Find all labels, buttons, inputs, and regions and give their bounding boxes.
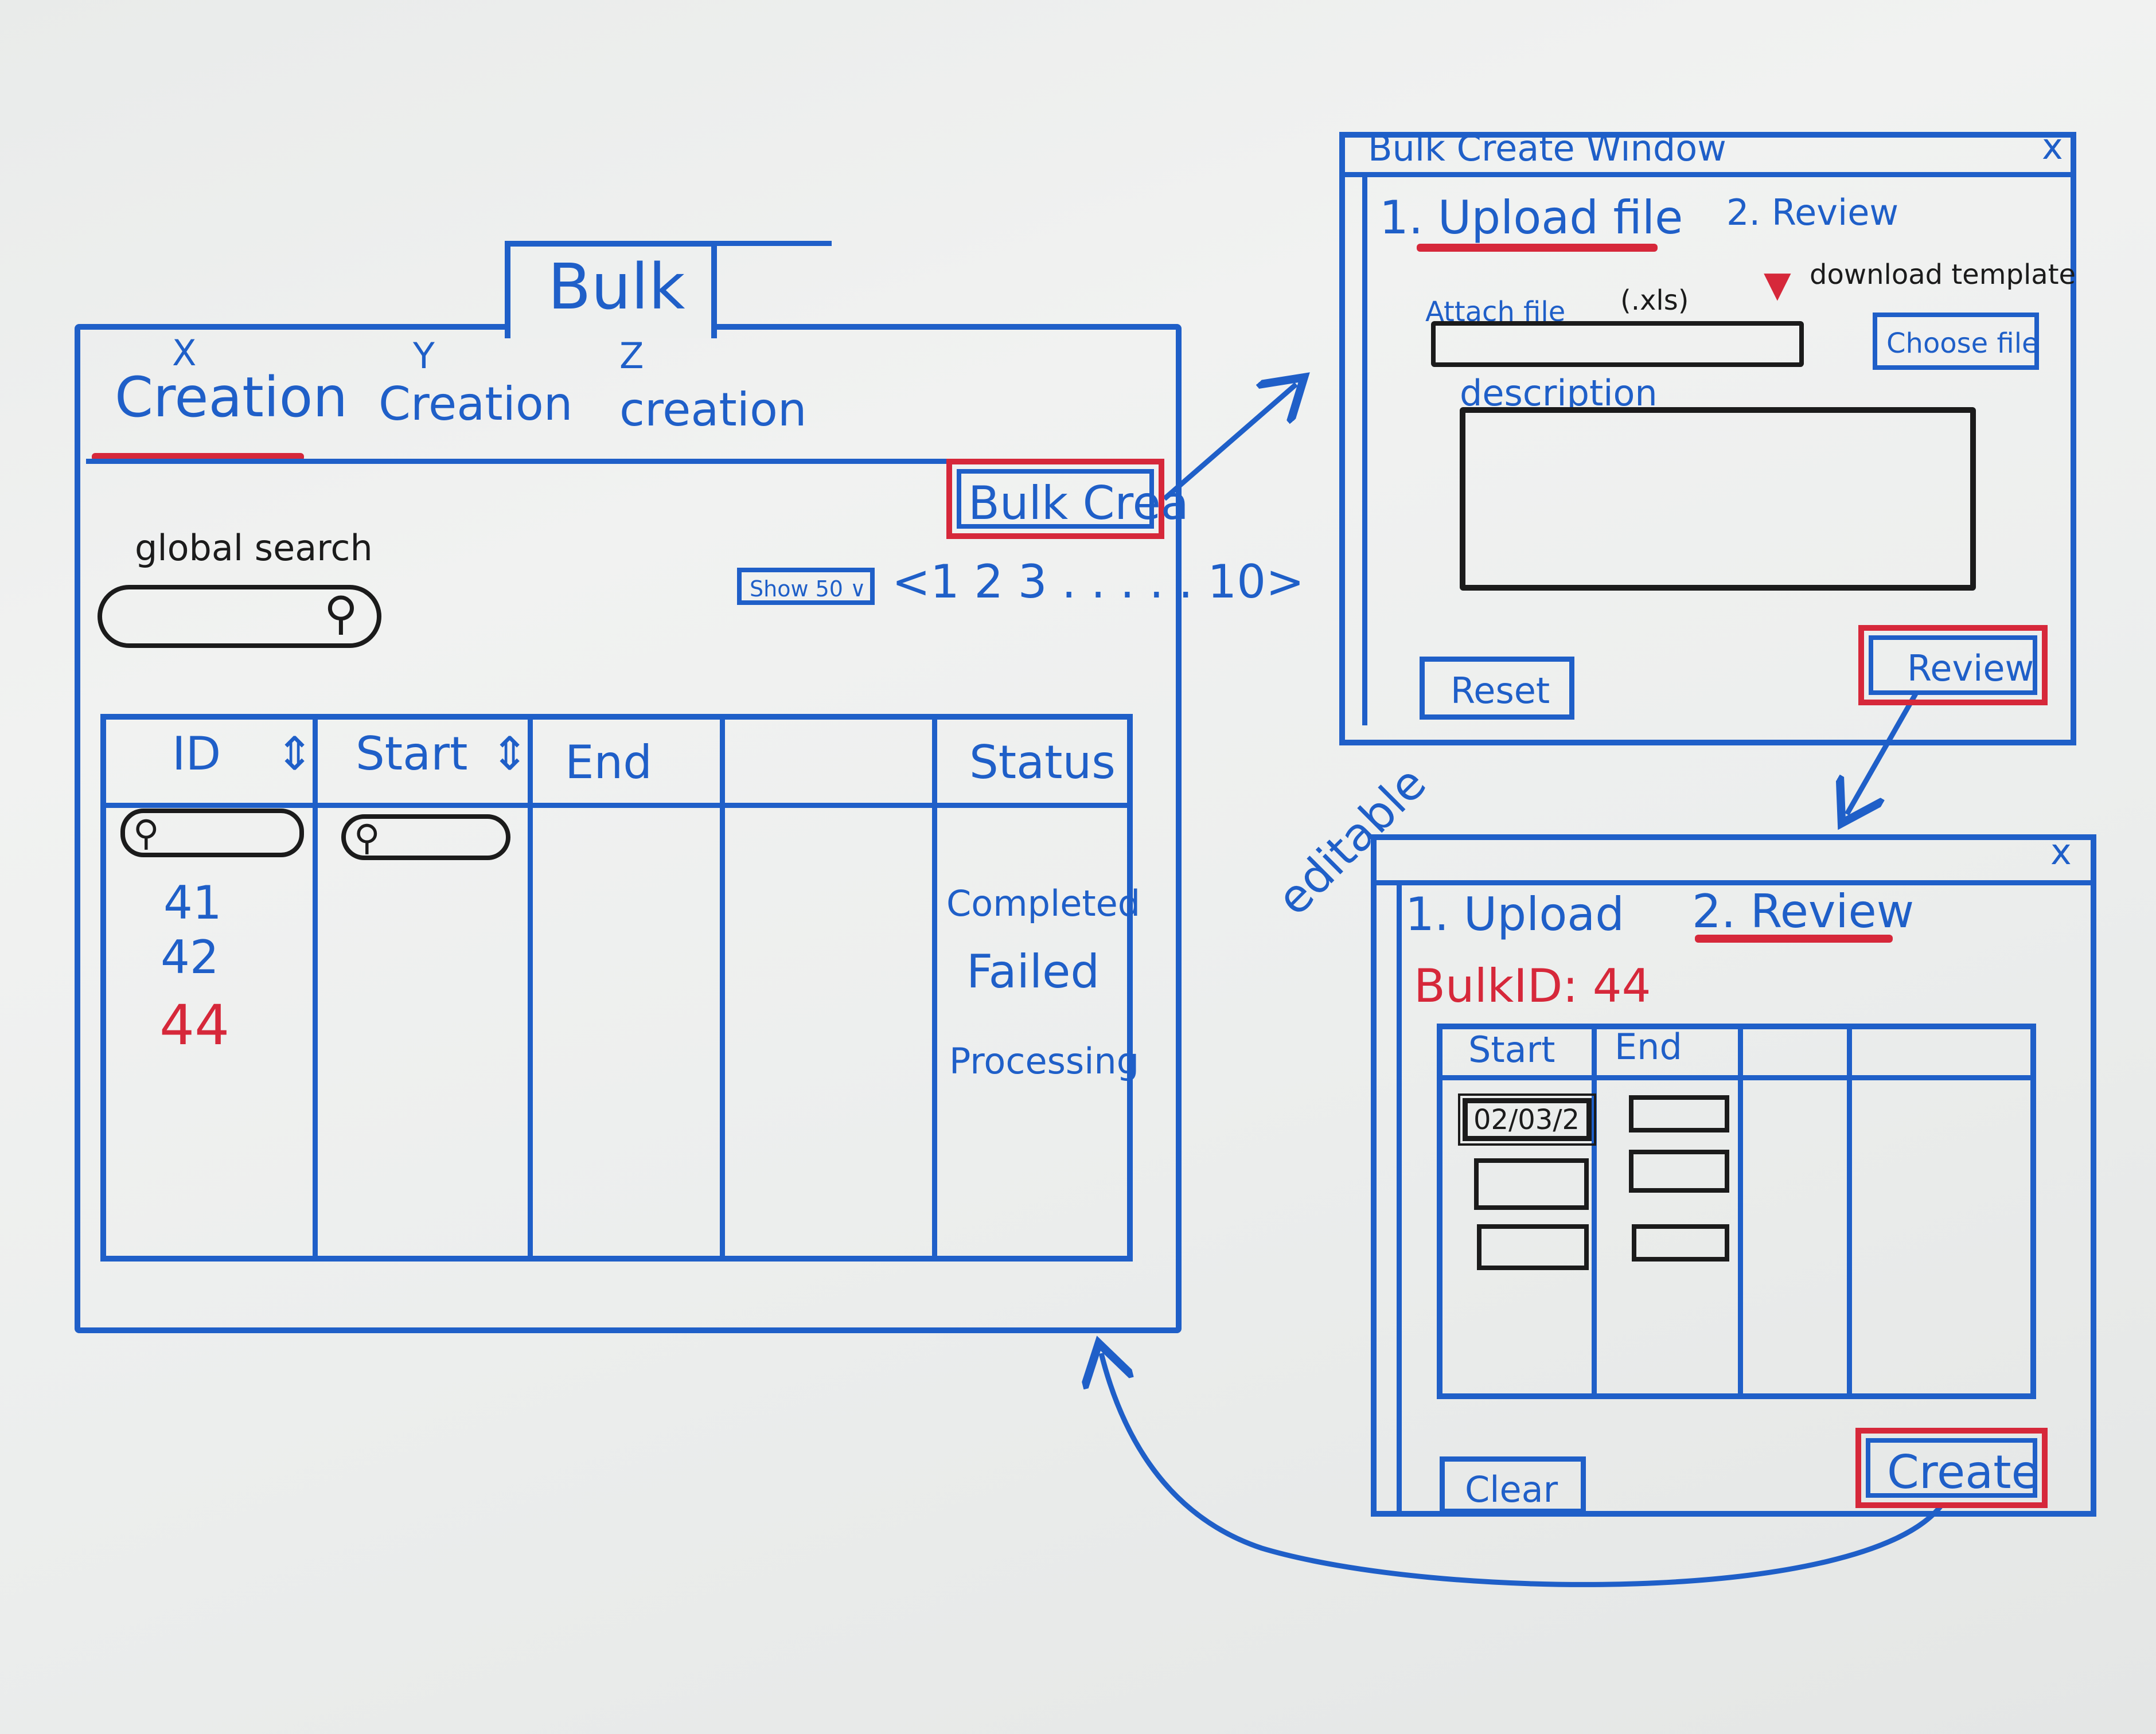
- upload-window-title: Bulk Create Window: [1368, 127, 1726, 169]
- tab-x-label: Creation: [115, 365, 348, 429]
- review-window: [1371, 834, 2096, 1517]
- review-end-input-3[interactable]: [1632, 1224, 1729, 1262]
- review-step-2[interactable]: 2. Review: [1692, 885, 1915, 938]
- main-table: [100, 714, 1133, 1262]
- description-label: description: [1460, 372, 1658, 414]
- bulk-create-button[interactable]: Bulk Crea: [946, 459, 1189, 539]
- review-start-input-3[interactable]: [1477, 1224, 1589, 1270]
- tab-y-prefix: Y: [413, 335, 435, 377]
- tab-y-label: Creation: [379, 377, 573, 431]
- tab-z-prefix: Z: [619, 335, 644, 377]
- clear-label: Clear: [1465, 1469, 1558, 1510]
- create-label: Create: [1887, 1446, 2040, 1499]
- upload-step-1-underline: [1417, 244, 1658, 252]
- review-table: [1437, 1024, 2036, 1399]
- column-header-start[interactable]: Start: [356, 727, 468, 780]
- review-header-end: End: [1615, 1026, 1682, 1068]
- choose-file-button[interactable]: Choose file: [1873, 313, 2039, 370]
- arrow-to-upload-window: [1163, 384, 1296, 501]
- column-header-id[interactable]: ID: [172, 727, 221, 780]
- review-step-1[interactable]: 1. Upload: [1405, 888, 1625, 941]
- upload-window: [1339, 132, 2076, 745]
- attach-file-ext: (.xls): [1620, 284, 1689, 317]
- pagination[interactable]: <1 2 3 . . . . . 10>: [892, 555, 1305, 608]
- col-divider-2: [528, 717, 533, 1259]
- attach-file-input[interactable]: [1431, 321, 1804, 367]
- upload-window-titlebar: [1342, 172, 2073, 177]
- review-end-input-1[interactable]: [1629, 1095, 1729, 1132]
- review-table-header-divider: [1440, 1075, 2033, 1080]
- review-col-divider-2: [1738, 1026, 1743, 1396]
- row-id-42[interactable]: 42: [161, 931, 219, 984]
- review-header-start: Start: [1468, 1029, 1555, 1071]
- tab-z-creation[interactable]: Z creation: [619, 335, 837, 450]
- review-label: Review: [1907, 647, 2034, 689]
- upload-inner-left: [1362, 175, 1367, 725]
- arrow-to-review-window: [1847, 692, 1918, 814]
- close-icon[interactable]: x: [2042, 126, 2063, 167]
- description-textarea[interactable]: [1460, 407, 1976, 591]
- global-search-label: global search: [135, 527, 373, 569]
- col-divider-3: [720, 717, 725, 1259]
- column-header-status[interactable]: Status: [969, 736, 1116, 789]
- global-search-input[interactable]: [98, 585, 381, 648]
- row-status-failed: Failed: [966, 945, 1100, 998]
- review-end-input-2[interactable]: [1629, 1150, 1729, 1193]
- col-divider-4: [932, 717, 937, 1259]
- table-header-divider: [103, 803, 1130, 808]
- sort-id-icon[interactable]: ⇕: [275, 727, 314, 780]
- start-filter-search-icon: ⚲: [354, 817, 380, 858]
- tab-y-creation[interactable]: Y Creation: [373, 335, 574, 450]
- tab-bulk-label: Bulk: [548, 250, 685, 323]
- review-col-divider-3: [1847, 1026, 1852, 1396]
- create-button[interactable]: Create: [1855, 1428, 2048, 1508]
- row-status-processing: Processing: [949, 1040, 1140, 1082]
- tab-bulk[interactable]: [505, 241, 717, 338]
- id-filter-search-icon: ⚲: [133, 812, 159, 854]
- id-filter-input[interactable]: ⚲: [120, 809, 304, 857]
- row-status-completed: Completed: [946, 882, 1141, 924]
- row-id-41[interactable]: 41: [163, 876, 222, 930]
- choose-file-label: Choose file: [1886, 327, 2039, 360]
- clear-button[interactable]: Clear: [1440, 1456, 1586, 1514]
- reset-button[interactable]: Reset: [1420, 657, 1574, 720]
- review-start-input-2[interactable]: [1474, 1158, 1589, 1210]
- page-size-label: Show 50 ∨: [750, 576, 866, 602]
- review-start-input-1[interactable]: [1458, 1093, 1596, 1146]
- start-filter-input[interactable]: ⚲: [341, 814, 510, 860]
- arrow-back-to-main: [1101, 1353, 1944, 1587]
- tab-x-prefix: X: [172, 332, 197, 374]
- download-template-icon: ▼: [1764, 263, 1791, 305]
- tabs-divider: [86, 459, 1130, 464]
- upload-step-2[interactable]: 2. Review: [1726, 192, 1899, 233]
- review-close-icon[interactable]: x: [2050, 831, 2072, 873]
- page-size-select[interactable]: Show 50 ∨: [737, 568, 875, 605]
- row-id-44[interactable]: 44: [159, 993, 230, 1057]
- tab-x-creation[interactable]: X Creation: [109, 332, 348, 467]
- upload-step-1[interactable]: 1. Upload file: [1379, 191, 1683, 244]
- bulk-create-label: Bulk Crea: [968, 477, 1189, 530]
- bulk-id-label: BulkID: 44: [1414, 959, 1651, 1013]
- review-button[interactable]: Review: [1858, 625, 2048, 705]
- search-icon: ⚲: [324, 587, 358, 640]
- col-divider-1: [313, 717, 318, 1259]
- sort-start-icon[interactable]: ⇕: [490, 727, 529, 780]
- download-template-link[interactable]: download template: [1810, 259, 2076, 291]
- review-step-2-underline: [1695, 935, 1893, 943]
- tab-line-ext: [717, 241, 832, 246]
- review-col-divider-1: [1592, 1026, 1597, 1396]
- column-header-end[interactable]: End: [565, 736, 653, 789]
- review-window-titlebar: [1374, 880, 2093, 885]
- reset-label: Reset: [1451, 670, 1550, 712]
- review-inner-left: [1397, 883, 1402, 1514]
- tab-z-label: creation: [619, 383, 807, 436]
